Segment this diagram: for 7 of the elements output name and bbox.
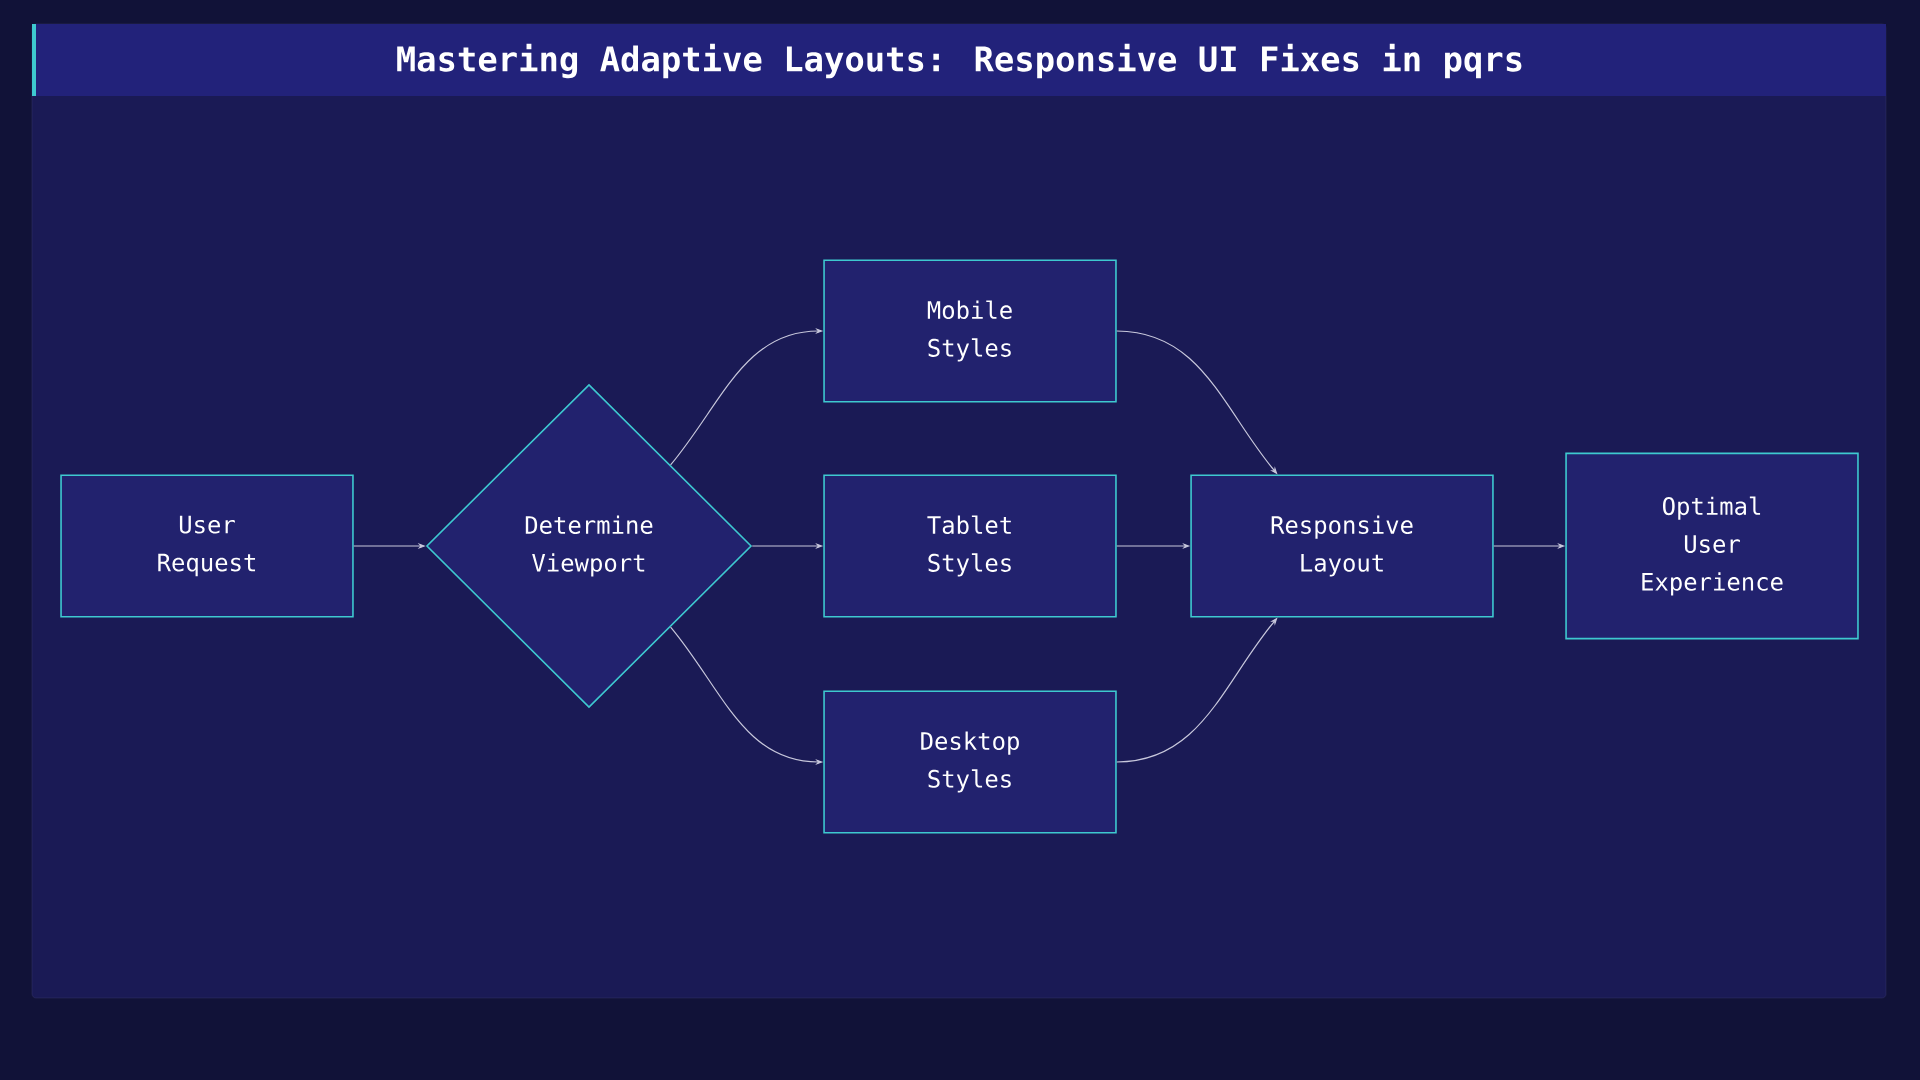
process-box: Responsive Layout [1190,474,1494,618]
process-box: Desktop Styles [823,690,1117,834]
process-box: Mobile Styles [823,259,1117,403]
process-box: Optimal User Experience [1565,452,1859,640]
process-box: User Request [60,474,354,618]
process-box: Tablet Styles [823,474,1117,618]
title: Mastering Adaptive Layouts: Responsive UI Fixes in pqrs [397,43,1522,79]
